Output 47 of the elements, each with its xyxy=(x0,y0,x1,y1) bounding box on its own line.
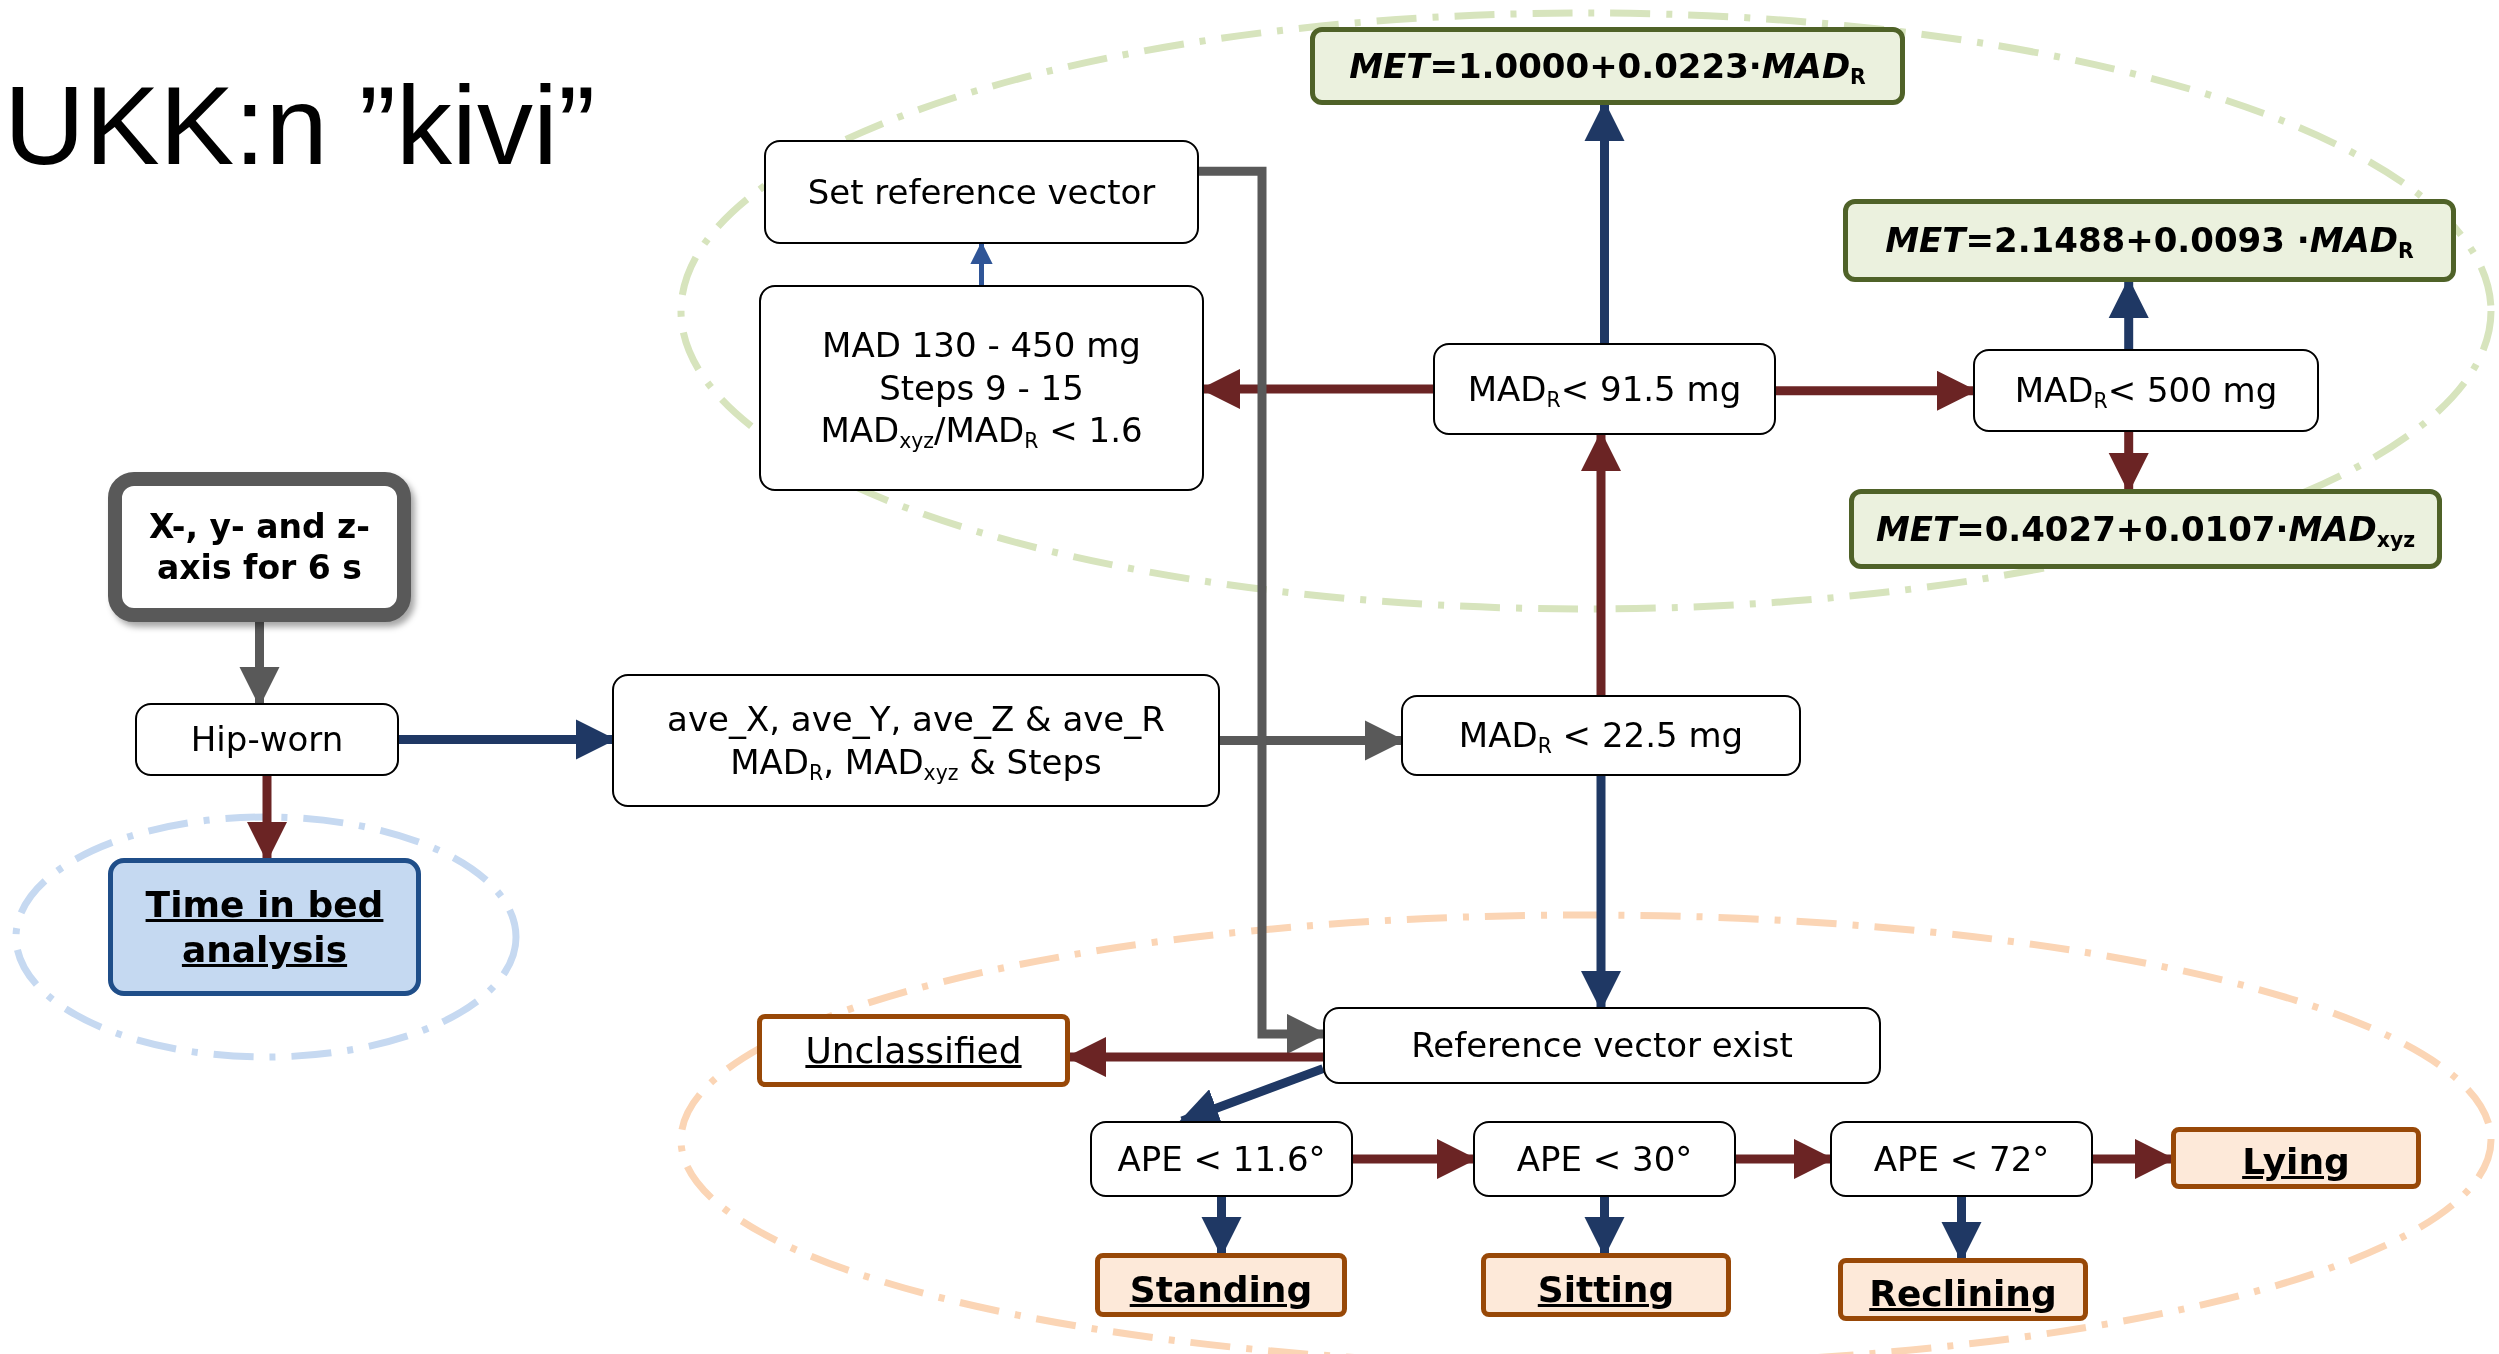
node-label: Unclassified xyxy=(805,1029,1022,1073)
node-label: APE < 30° xyxy=(1516,1137,1693,1181)
node-label: APE < 72° xyxy=(1873,1137,2050,1181)
node-label: MAD$_{xyz}$/MAD$_{R}$ < 1.6 xyxy=(820,409,1143,452)
node-label: MAD$_{R}$, MAD$_{xyz}$ & Steps xyxy=(730,740,1102,783)
node-label: Time in bed analysis xyxy=(144,883,385,972)
node-label: Hip-worn xyxy=(190,718,344,761)
equation-box xyxy=(1310,27,1905,105)
node-label: Sitting xyxy=(1537,1268,1675,1312)
arrow xyxy=(970,241,993,285)
process-box xyxy=(1401,695,1801,776)
node-label: Set reference vector xyxy=(807,170,1156,214)
outcome-box xyxy=(757,1014,1070,1087)
posture-box xyxy=(1095,1253,1347,1317)
node-label: Lying xyxy=(2242,1140,2350,1184)
equation-box xyxy=(1843,199,2456,282)
posture-box xyxy=(1481,1253,1731,1317)
process-box xyxy=(1973,349,2319,432)
node-label: MAD$_{R}$ < 22.5 mg xyxy=(1458,714,1744,757)
node-label: MET=2.1488+0.0093 ·MAD$_{R}$ xyxy=(1885,219,2414,262)
node-label: MAD$_{R}$< 91.5 mg xyxy=(1467,367,1742,411)
process-box xyxy=(764,140,1199,244)
node-label: ave_X, ave_Y, ave_Z & ave_R xyxy=(667,698,1165,741)
process-box xyxy=(1830,1121,2093,1197)
process-box xyxy=(1323,1007,1881,1084)
node-label: Standing xyxy=(1129,1268,1313,1312)
outcome-box xyxy=(108,858,421,996)
posture-box xyxy=(2171,1127,2421,1189)
process-box xyxy=(1090,1121,1353,1197)
node-label: Reclining xyxy=(1869,1272,2057,1316)
posture-box xyxy=(1838,1258,2088,1321)
process-box xyxy=(1433,343,1776,435)
node-label: Reference vector exist xyxy=(1411,1024,1793,1067)
process-box xyxy=(612,674,1220,807)
node-label: Steps 9 - 15 xyxy=(879,366,1084,410)
node-label: APE < 11.6° xyxy=(1117,1137,1326,1181)
node-label: MAD 130 - 450 mg xyxy=(822,324,1141,367)
title: UKK:n ”kivi” xyxy=(4,70,596,182)
node-label: MAD$_{R}$< 500 mg xyxy=(2014,369,2278,412)
node-label: MET=1.0000+0.0223·MAD$_{R}$ xyxy=(1349,44,1866,88)
process-box xyxy=(1473,1121,1736,1197)
node-label: X-, y- and z-axis for 6 s xyxy=(148,505,371,589)
input-box xyxy=(108,472,411,622)
equation-box xyxy=(1849,489,2442,569)
node-label: MET=0.4027+0.0107·MAD$_{xyz}$ xyxy=(1875,507,2416,551)
process-box xyxy=(135,703,399,776)
process-box xyxy=(759,285,1204,491)
